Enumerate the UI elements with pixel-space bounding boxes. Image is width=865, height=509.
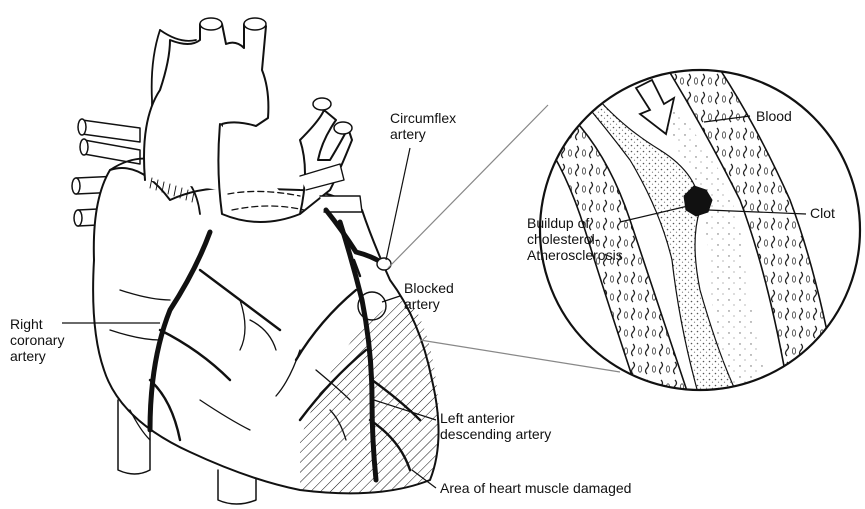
label-blocked-artery: Blocked artery bbox=[404, 280, 454, 312]
label-right-coronary-artery: Right coronary artery bbox=[10, 316, 64, 364]
heart bbox=[72, 18, 439, 504]
label-clot: Clot bbox=[810, 205, 835, 221]
label-damaged-area: Area of heart muscle damaged bbox=[440, 480, 631, 496]
label-buildup: Buildup of cholesterol- Atherosclerosis bbox=[527, 215, 623, 263]
label-blood: Blood bbox=[756, 108, 792, 124]
label-circumflex-artery: Circumflex artery bbox=[390, 110, 456, 142]
label-lad: Left anterior descending artery bbox=[440, 410, 551, 442]
